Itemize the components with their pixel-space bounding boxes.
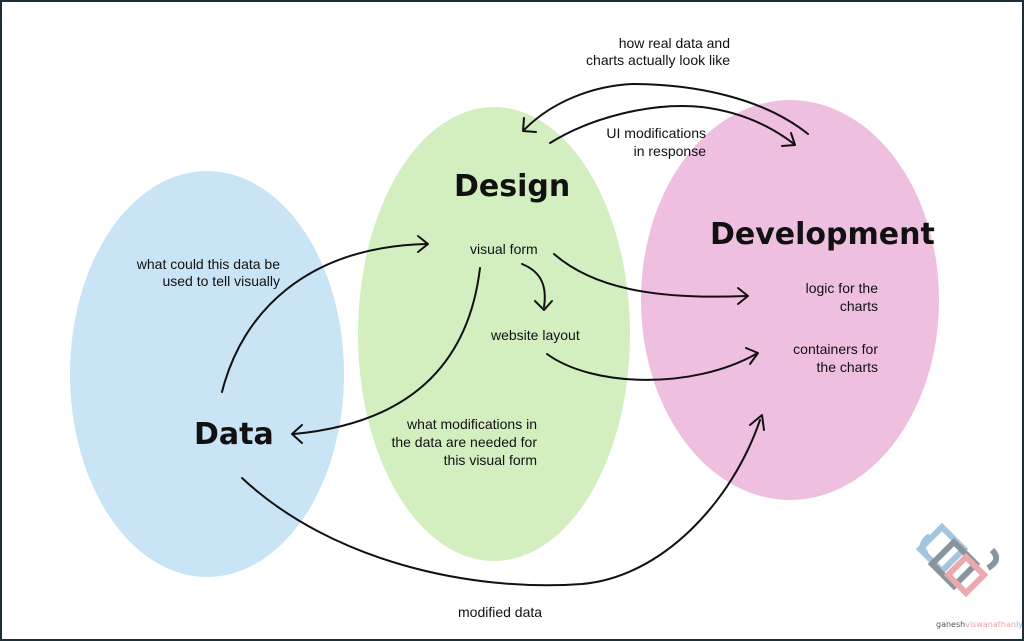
- development-bubble: [641, 100, 939, 500]
- arrow-layout-to-containers-head: [745, 347, 759, 365]
- arrow-modified-data: [241, 419, 761, 587]
- arrow-development-to-design-head: [522, 117, 537, 133]
- containers-note-line2: the charts: [817, 359, 878, 375]
- arrow-data-to-visual-form: [221, 243, 427, 393]
- brand-first: ganesh: [936, 620, 965, 629]
- knot-logo-icon: [915, 522, 1000, 598]
- arrow-layout-to-containers: [546, 353, 757, 381]
- modified-data-label: modified data: [458, 604, 542, 620]
- arrow-visual-form-to-data-head: [291, 424, 303, 444]
- modifications-note-line1: what modifications in: [406, 416, 537, 432]
- arrow-data-to-visual-form-head: [417, 235, 429, 253]
- ui-modifications-note-line2: in response: [634, 143, 707, 159]
- data-use-note-line1: what could this data be: [136, 256, 280, 272]
- modifications-note-line2: the data are needed for: [391, 434, 537, 450]
- brand-last: iyer: [1016, 620, 1022, 629]
- brand-middle: viswanathan: [965, 620, 1016, 629]
- arrow-development-to-design: [524, 83, 809, 135]
- logic-note-line1: logic for the: [806, 280, 879, 296]
- arrow-visual-form-to-logic: [553, 253, 747, 298]
- modifications-note-line3: this visual form: [444, 452, 537, 468]
- arrow-visual-form-to-layout-head: [534, 300, 553, 311]
- design-title: Design: [454, 169, 570, 204]
- arrow-modified-data-head: [749, 414, 765, 431]
- real-data-note-line1: how real data and: [619, 35, 730, 51]
- arrow-design-to-development-head: [781, 132, 796, 147]
- ui-modifications-note-line1: UI modifications: [606, 125, 706, 141]
- development-title: Development: [710, 217, 935, 252]
- visual-form-label: visual form: [470, 241, 538, 257]
- real-data-note-line2: charts actually look like: [586, 52, 730, 68]
- data-title: Data: [194, 417, 274, 452]
- logic-note-line2: charts: [840, 298, 878, 314]
- arrow-visual-form-to-layout: [521, 263, 546, 308]
- containers-note-line1: containers for: [793, 341, 878, 357]
- arrow-design-to-development: [549, 105, 795, 145]
- website-layout-label: website layout: [490, 327, 580, 343]
- arrow-visual-form-to-data: [293, 267, 481, 435]
- arrow-visual-form-to-logic-head: [737, 287, 749, 305]
- data-bubble: [70, 171, 344, 577]
- design-bubble: [358, 107, 630, 561]
- brand-signature: ganeshviswanathaniyer: [936, 620, 1022, 629]
- data-use-note-line2: used to tell visually: [162, 273, 280, 289]
